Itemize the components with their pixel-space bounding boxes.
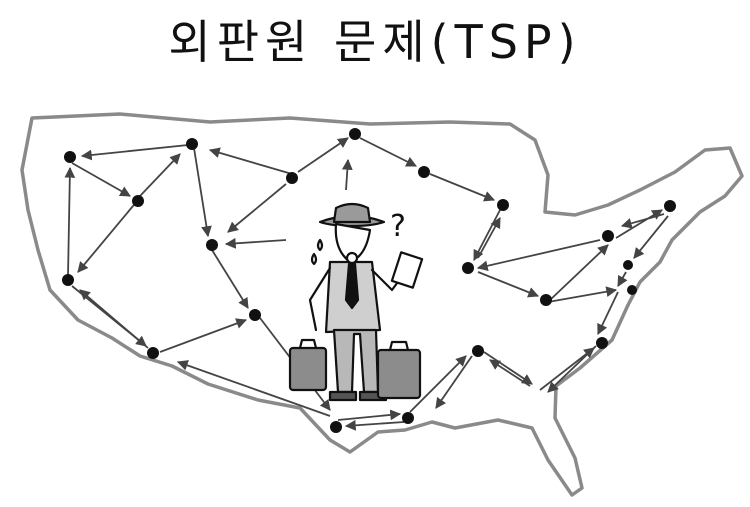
page-title: 외판원 문제(TSP) <box>168 15 582 69</box>
city-node <box>472 345 484 357</box>
sweat-drop <box>316 238 324 252</box>
city-node <box>462 262 474 274</box>
city-node <box>497 199 509 211</box>
city-node <box>330 421 342 433</box>
right-suitcase <box>376 348 422 400</box>
city-node <box>418 166 430 178</box>
left-suitcase <box>288 346 328 392</box>
city-node <box>664 200 676 212</box>
tie <box>344 262 360 310</box>
hand <box>345 251 359 265</box>
hat-crown <box>332 202 372 224</box>
city-node <box>627 285 637 295</box>
salesman-figure <box>288 202 424 402</box>
city-node <box>623 260 633 270</box>
left-arm <box>308 266 332 332</box>
city-node <box>249 309 261 321</box>
route-arrows <box>64 137 669 431</box>
city-node <box>602 230 614 242</box>
city-node <box>62 274 74 286</box>
city-node <box>540 294 552 306</box>
city-node <box>147 347 159 359</box>
city-nodes <box>62 128 676 433</box>
sweat-drop <box>310 252 318 266</box>
usa-map-outline <box>20 112 744 497</box>
city-node <box>349 128 361 140</box>
city-node <box>596 337 608 349</box>
city-node <box>132 195 144 207</box>
question-mark-icon: ? <box>390 209 406 244</box>
city-node <box>402 412 414 424</box>
legs <box>332 328 380 394</box>
map-paper <box>390 251 424 289</box>
city-node <box>286 172 298 184</box>
city-node <box>186 138 198 150</box>
city-node <box>64 151 76 163</box>
city-node <box>206 239 218 251</box>
